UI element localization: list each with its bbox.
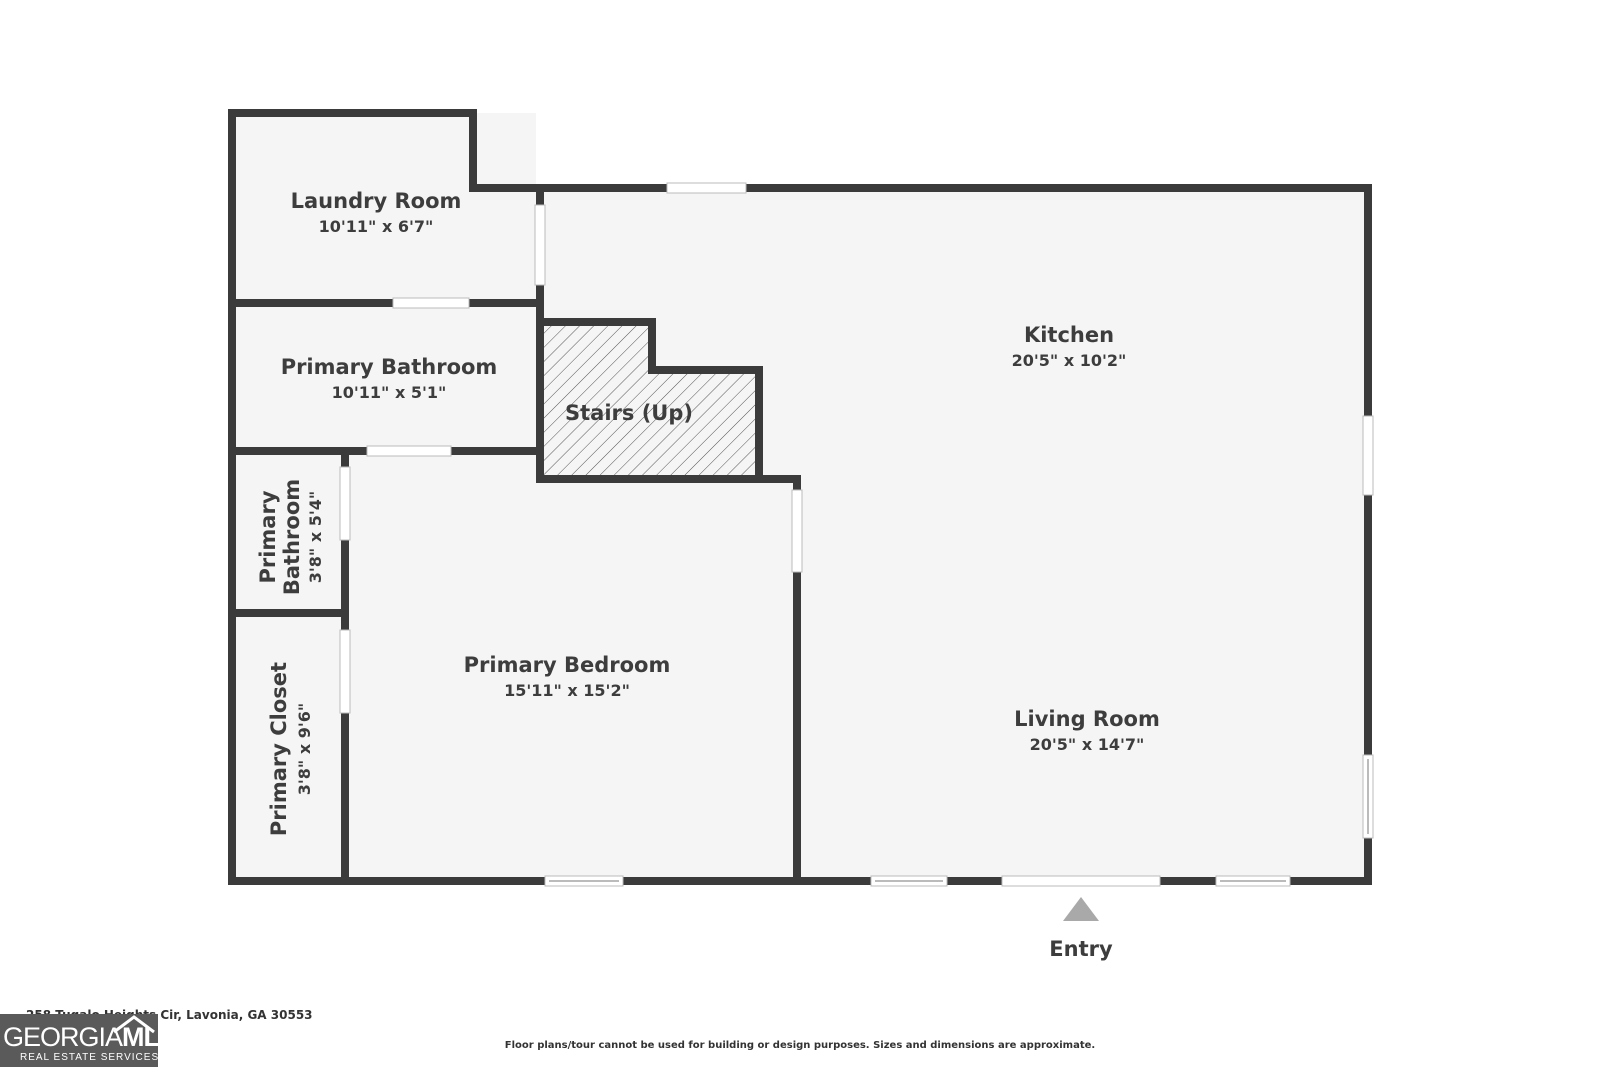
floor-kitchen-living — [536, 188, 1365, 881]
room-dims-primary-bedroom: 15'11" x 15'2" — [504, 681, 630, 700]
room-name-primary-closet: Primary Closet — [267, 662, 291, 836]
window-frames — [549, 759, 1369, 882]
entry-arrow-icon — [1063, 897, 1099, 921]
disclaimer-text: Floor plans/tour cannot be used for buil… — [504, 1040, 1096, 1051]
wall-stairs — [536, 318, 763, 483]
outer-wall — [228, 109, 1372, 885]
logo-brand: GEORGIAMLS — [3, 1022, 158, 1053]
logo-subtitle: REAL ESTATE SERVICES — [20, 1052, 158, 1063]
floor-primary-bathroom-small — [232, 455, 341, 613]
room-name-primary-bathroom-small-1: Primary — [256, 490, 280, 583]
room-name-stairs: Stairs (Up) — [565, 401, 693, 425]
floor-laundry-room — [232, 113, 536, 303]
room-dims-primary-closet: 3'8" x 9'6" — [295, 703, 314, 795]
room-name-kitchen: Kitchen — [1024, 323, 1114, 347]
house-roof-icon — [113, 1015, 155, 1034]
door-smallbath — [339, 466, 351, 541]
door-bedroom-living — [791, 489, 803, 573]
door-bath-bedroom — [366, 445, 452, 457]
room-name-primary-bedroom: Primary Bedroom — [464, 653, 671, 677]
room-name-laundry-room: Laundry Room — [291, 189, 462, 213]
door-laundry — [534, 204, 546, 286]
rotated-label-primary-closet: Primary Closet 3'8" x 9'6" — [267, 662, 314, 836]
floor-primary-bathroom — [232, 303, 536, 449]
room-name-living-room: Living Room — [1014, 707, 1160, 731]
room-name-primary-bathroom-small-2: Bathroom — [280, 479, 304, 595]
window-top — [666, 182, 747, 194]
georgia-mls-logo: GEORGIAMLS REAL ESTATE SERVICES — [0, 1014, 158, 1067]
door-closet — [339, 629, 351, 714]
floor-fills — [232, 113, 1365, 881]
stairs-hatch — [544, 322, 759, 475]
room-dims-primary-bathroom: 10'11" x 5'1" — [332, 383, 447, 402]
window-right — [1362, 415, 1374, 496]
logo-brand-mls: MLS — [122, 1022, 158, 1052]
entry-label: Entry — [1049, 937, 1113, 961]
room-name-primary-bathroom: Primary Bathroom — [281, 355, 498, 379]
logo-brand-georgia: GEORGIA — [3, 1022, 123, 1052]
room-dims-living-room: 20'5" x 14'7" — [1030, 735, 1145, 754]
entry-door — [1001, 875, 1161, 887]
room-dims-laundry-room: 10'11" x 6'7" — [319, 217, 434, 236]
rotated-label-small-bathroom: Primary Bathroom 3'8" x 5'4" — [256, 479, 325, 595]
room-dims-kitchen: 20'5" x 10'2" — [1012, 351, 1127, 370]
floor-primary-closet — [232, 613, 341, 881]
room-dims-primary-bathroom-small: 3'8" x 5'4" — [306, 491, 325, 583]
door-laundry-bath — [392, 297, 470, 309]
